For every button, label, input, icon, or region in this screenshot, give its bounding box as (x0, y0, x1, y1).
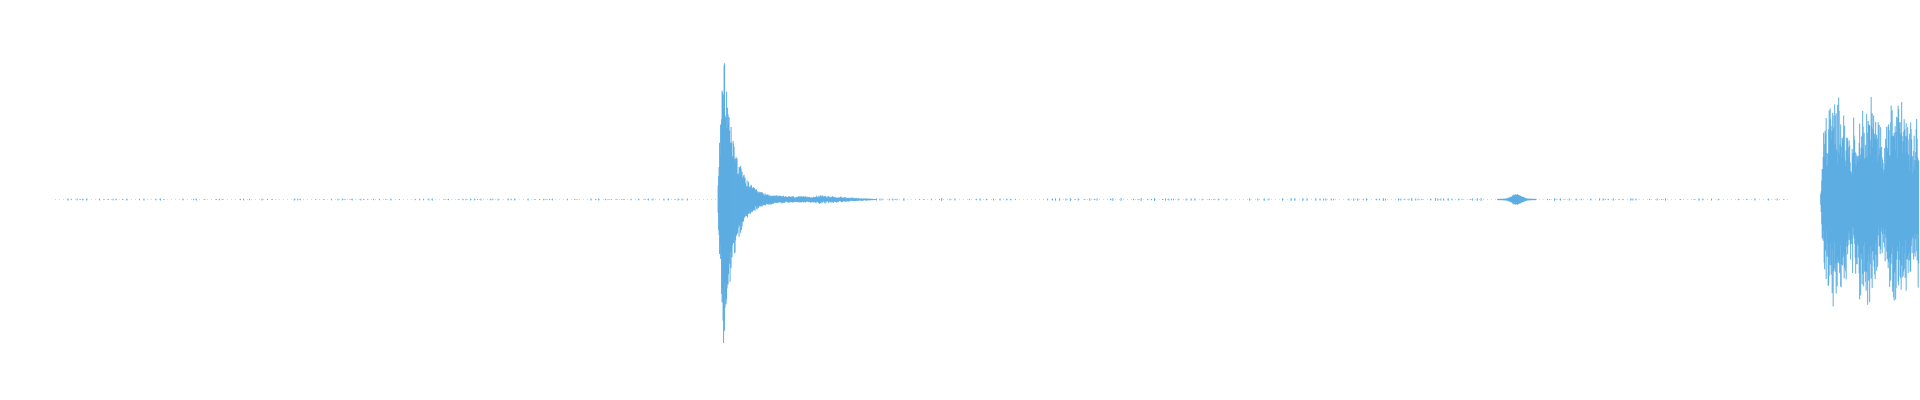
waveform-samples (67, 63, 1920, 344)
